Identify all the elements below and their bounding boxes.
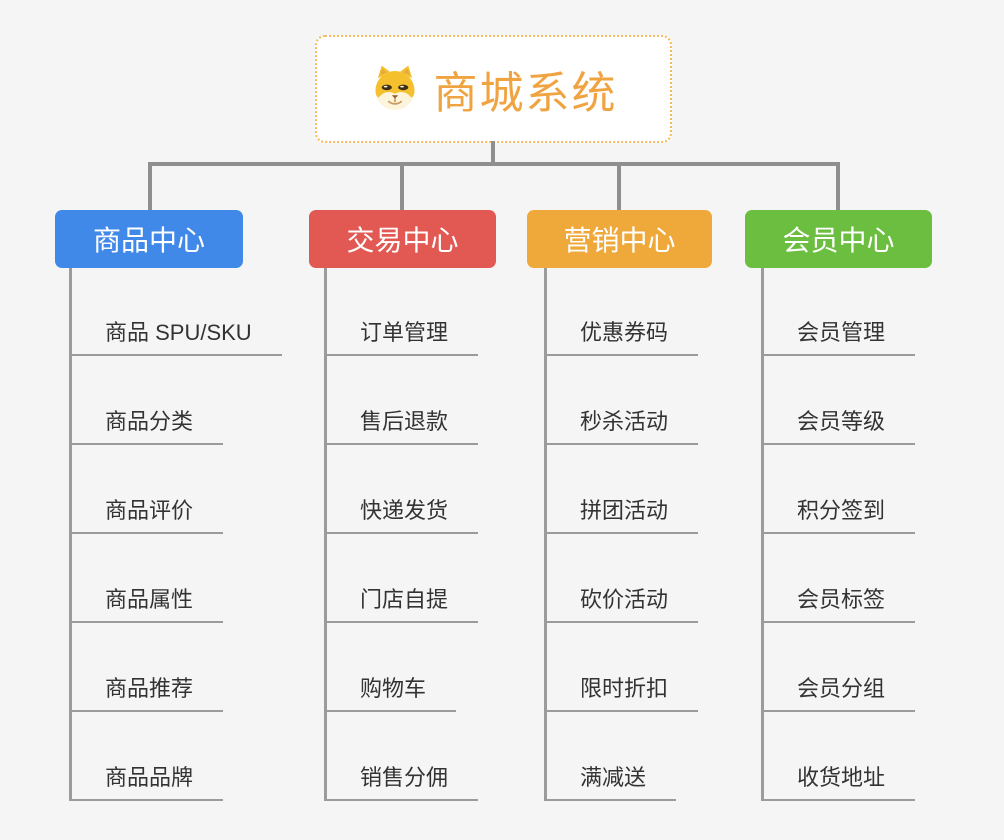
child-node[interactable]: 购物车 (324, 668, 457, 712)
child-node[interactable]: 收货地址 (761, 757, 916, 801)
connector-root-stub (491, 141, 495, 166)
child-node[interactable]: 限时折扣 (544, 668, 699, 712)
connector-bus (148, 162, 840, 166)
child-node[interactable]: 商品评价 (69, 490, 224, 534)
child-node[interactable]: 售后退款 (324, 401, 479, 445)
child-node[interactable]: 销售分佣 (324, 757, 479, 801)
child-node[interactable]: 商品属性 (69, 579, 224, 623)
connector-column-line (544, 268, 547, 801)
root-node-mall-system[interactable]: 商城系统 (315, 35, 672, 143)
child-node[interactable]: 积分签到 (761, 490, 916, 534)
child-node[interactable]: 商品 SPU/SKU (69, 312, 282, 356)
connector-drop-member (836, 162, 840, 210)
branch-node-trade-center[interactable]: 交易中心 (309, 210, 496, 268)
branch-label: 营销中心 (563, 225, 676, 256)
connector-column-line (69, 268, 72, 801)
child-node[interactable]: 商品分类 (69, 401, 224, 445)
child-node[interactable]: 会员标签 (761, 579, 916, 623)
child-node[interactable]: 优惠券码 (544, 312, 699, 356)
connector-column-line (324, 268, 327, 801)
connector-drop-trade (400, 162, 404, 210)
branch-label: 商品中心 (92, 225, 205, 256)
child-node[interactable]: 会员等级 (761, 401, 916, 445)
child-node[interactable]: 会员分组 (761, 668, 916, 712)
branch-node-product-center[interactable]: 商品中心 (55, 210, 243, 268)
branch-node-marketing-center[interactable]: 营销中心 (527, 210, 712, 268)
branch-label: 会员中心 (782, 225, 895, 256)
child-node[interactable]: 订单管理 (324, 312, 479, 356)
branch-label: 交易中心 (346, 225, 459, 256)
root-title: 商城系统 (433, 69, 618, 118)
connector-column-line (761, 268, 764, 801)
child-node[interactable]: 商品推荐 (69, 668, 224, 712)
dog-face-icon (374, 65, 415, 111)
child-node[interactable]: 满减送 (544, 757, 677, 801)
connector-drop-marketing (617, 162, 621, 210)
child-node[interactable]: 快递发货 (324, 490, 479, 534)
child-node[interactable]: 拼团活动 (544, 490, 699, 534)
child-node[interactable]: 会员管理 (761, 312, 916, 356)
child-node[interactable]: 砍价活动 (544, 579, 699, 623)
connector-drop-product (148, 162, 152, 210)
branch-node-member-center[interactable]: 会员中心 (745, 210, 932, 268)
child-node[interactable]: 秒杀活动 (544, 401, 699, 445)
child-node[interactable]: 门店自提 (324, 579, 479, 623)
child-node[interactable]: 商品品牌 (69, 757, 224, 801)
